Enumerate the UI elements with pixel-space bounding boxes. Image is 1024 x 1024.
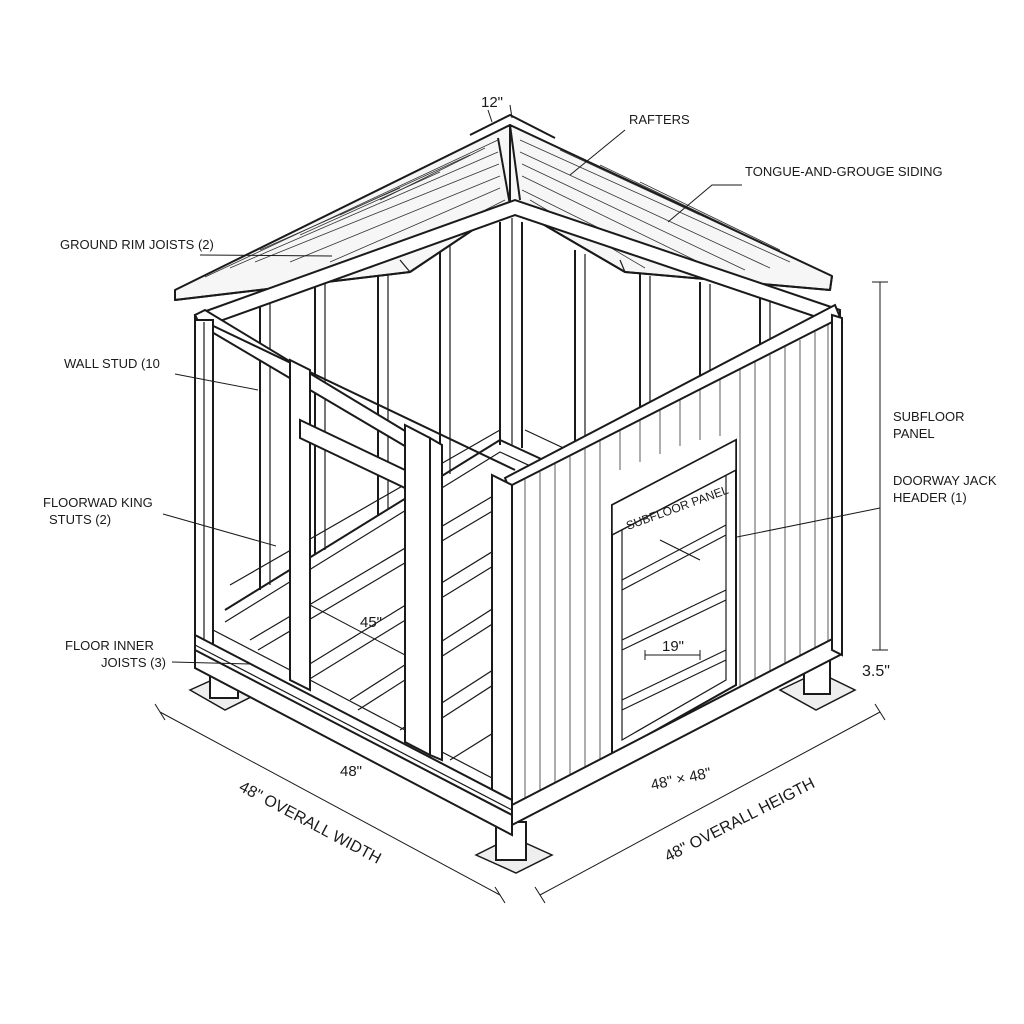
dim-height-3-5: 3.5" <box>862 663 890 680</box>
label-rafters: RAFTERS <box>629 112 690 127</box>
label-subfloor-line1: SUBFLOOR <box>893 409 965 424</box>
right-front-wall <box>511 313 843 827</box>
dim-inner-45: 45" <box>360 614 382 631</box>
left-front-wall <box>194 319 513 837</box>
label-floor-inner-line2: JOISTS (3) <box>101 655 166 670</box>
label-floorwad-line1: FLOORWAD KING <box>43 495 153 510</box>
dim-plan-48x48: 48" × 48" <box>649 765 712 794</box>
label-doorway-line1: DOORWAY JACK <box>893 473 997 488</box>
label-subfloor-line2: PANEL <box>893 426 935 441</box>
dim-front-48: 48" <box>340 763 362 780</box>
label-wall-stud: WALL STUD (10 <box>64 356 160 371</box>
label-doorway-line2: HEADER (1) <box>893 490 967 505</box>
dim-overall-width: 48" OVERALL WIDTH <box>236 779 384 868</box>
dim-roof-peak: 12" <box>481 94 503 111</box>
label-floor-inner-line1: FLOOR INNER <box>65 638 154 653</box>
dimension-lines <box>154 104 888 904</box>
leader-lines <box>162 129 881 665</box>
roof <box>174 114 833 301</box>
label-floorwad-line2: STUTS (2) <box>49 512 111 527</box>
label-ground-rim-joists: GROUND RIM JOISTS (2) <box>60 237 214 252</box>
dim-door-19: 19" <box>662 638 684 655</box>
label-siding: TONGUE-AND-GROUGE SIDING <box>745 164 943 179</box>
dim-overall-height: 48" OVERALL HEIGTH <box>662 775 818 866</box>
footing-blocks <box>188 659 857 874</box>
